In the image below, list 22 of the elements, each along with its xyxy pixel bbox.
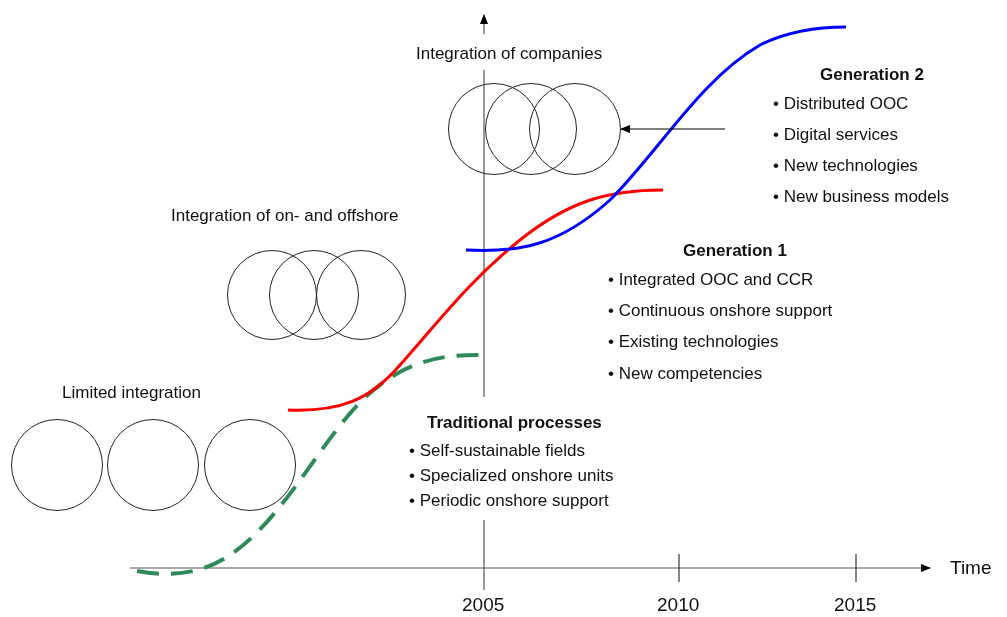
bullet-item: • Digital services	[773, 125, 898, 145]
bullet-item: • Continuous onshore support	[608, 301, 833, 321]
heading: Limited integration	[62, 383, 201, 403]
axis-title: Time	[950, 557, 992, 579]
heading: Traditional processes	[427, 413, 602, 433]
bullet-item: • New business models	[773, 187, 950, 207]
arrow	[620, 125, 726, 133]
bullet-item: • Integrated OOC and CCR	[608, 270, 814, 290]
heading: Generation 1	[683, 241, 787, 261]
bullet-item: • Existing technologies	[608, 332, 779, 352]
bullet-item: • Self-sustainable fields	[409, 441, 586, 461]
heading: Generation 2	[820, 65, 924, 85]
bullet-item: • Distributed OOC	[773, 94, 909, 114]
bullet-item: • New competencies	[608, 364, 763, 384]
bullet-item: • Specialized onshore units	[409, 466, 614, 486]
bullet-item: • New technologies	[773, 156, 918, 176]
heading: Integration of on- and offshore	[171, 206, 399, 226]
tick-label: 2010	[657, 594, 700, 616]
tick-label: 2015	[834, 594, 877, 616]
heading: Integration of companies	[416, 44, 603, 64]
bullet-item: • Periodic onshore support	[409, 491, 609, 511]
tick-label: 2005	[462, 594, 505, 616]
